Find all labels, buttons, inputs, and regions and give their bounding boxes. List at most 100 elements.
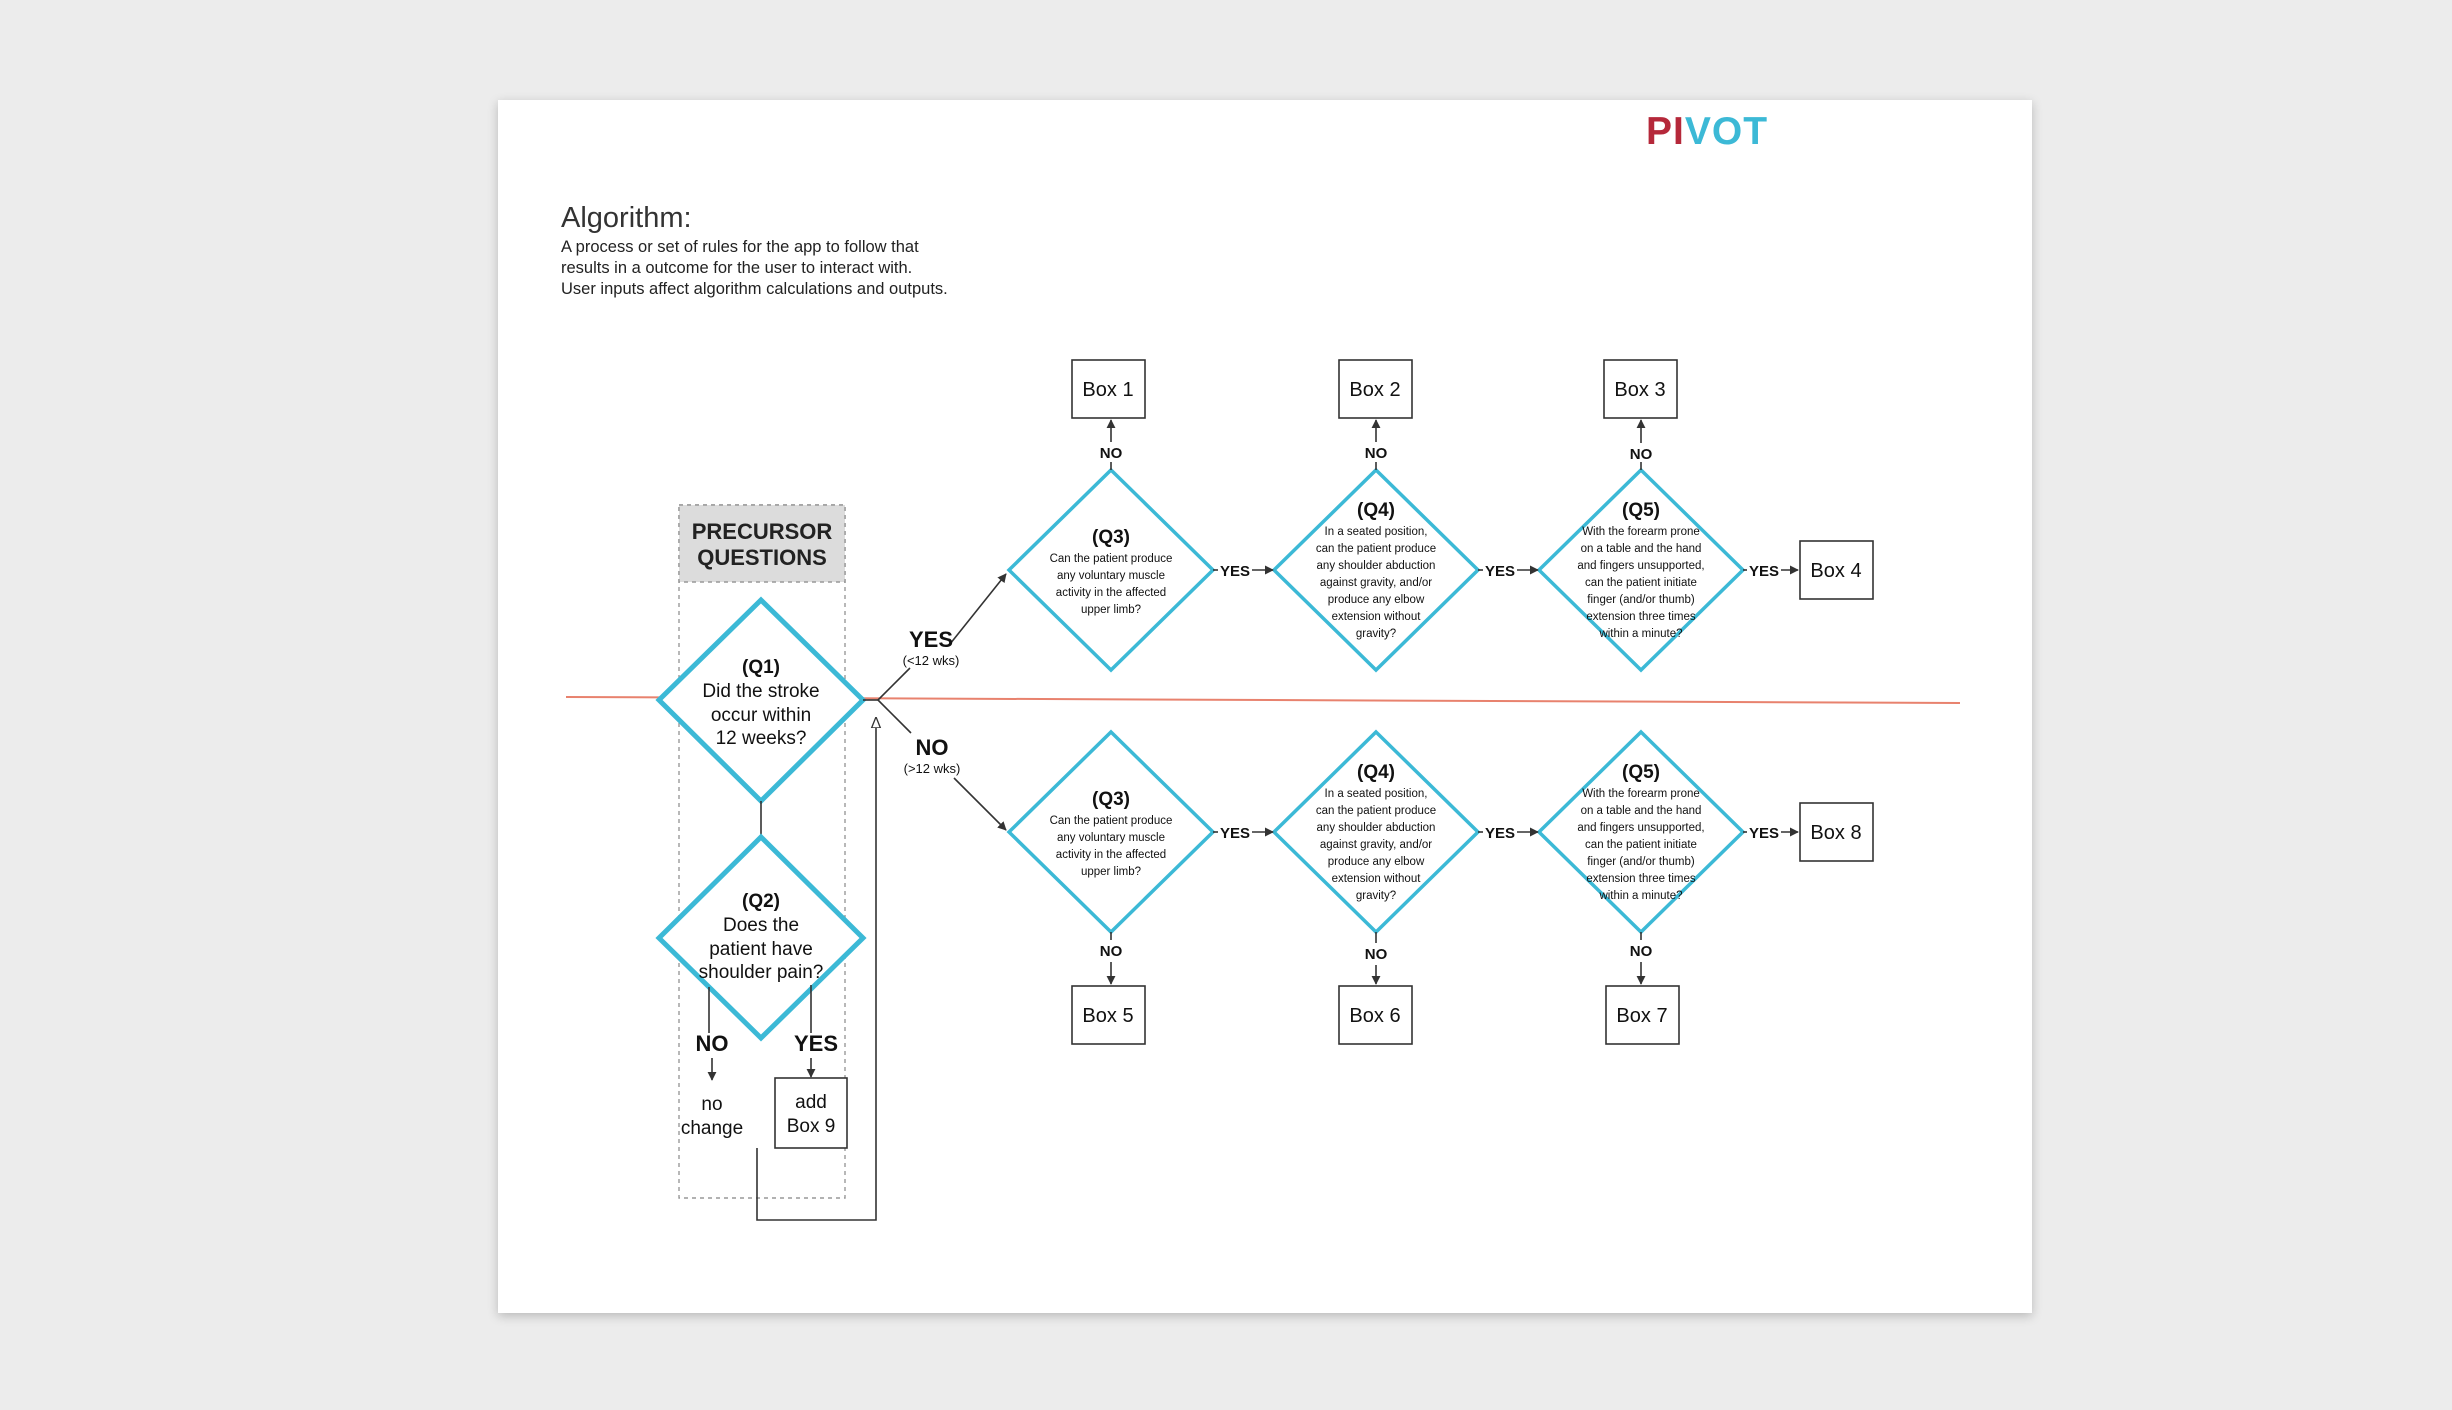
q4-top-line-5: produce any elbow <box>1328 594 1425 606</box>
top-q3-no-label: NO <box>1100 445 1123 462</box>
q4-top-line-2: can the patient produce <box>1316 543 1436 555</box>
q3-bottom-line-1: Can the patient produce <box>1050 815 1173 827</box>
box-7-label: Box 7 <box>1616 1005 1667 1027</box>
no-branch-arrow <box>953 777 1007 831</box>
q5-bottom-line-4: can the patient initiate <box>1585 839 1697 851</box>
no-branch-start <box>877 699 912 734</box>
q2-yes-label: YES <box>794 1031 838 1056</box>
top-q4-q5-yes-label: YES <box>1485 563 1515 580</box>
branch-no-sub: (>12 wks) <box>904 761 961 776</box>
q1-line-1: Did the stroke <box>702 681 819 702</box>
precursor-header <box>678 504 846 583</box>
box-4-label: Box 4 <box>1810 560 1861 582</box>
top-q5-box4-yes-label: YES <box>1749 563 1779 580</box>
add-box-9-line-1: add <box>795 1092 827 1113</box>
box-2-label: Box 2 <box>1349 379 1400 401</box>
q3-bottom-line-4: upper limb? <box>1081 866 1141 878</box>
bottom-q4-q5-yes-label: YES <box>1485 825 1515 842</box>
q5-bottom-title: (Q5) <box>1622 762 1660 783</box>
description-line-1: A process or set of rules for the app to… <box>561 238 919 256</box>
box-3[interactable] <box>1603 359 1678 419</box>
branch-yes-label: YES <box>909 627 953 652</box>
box-4[interactable] <box>1799 540 1874 600</box>
q2-title: (Q2) <box>742 891 780 912</box>
box-8-label: Box 8 <box>1810 822 1861 844</box>
q5-bottom-line-5: finger (and/or thumb) <box>1587 856 1695 868</box>
q4-bottom-line-6: extension without <box>1332 873 1422 885</box>
loop-back-connector <box>756 718 876 1221</box>
q1-title: (Q1) <box>742 657 780 678</box>
q3-top-line-3: activity in the affected <box>1056 587 1166 599</box>
q5-top-line-2: on a table and the hand <box>1581 543 1702 555</box>
q1-line-2: occur within <box>711 705 811 726</box>
q5-top-title: (Q5) <box>1622 500 1660 521</box>
description-line-3: User inputs affect algorithm calculation… <box>561 280 948 298</box>
branch-yes-sub: (<12 wks) <box>903 653 960 668</box>
q5-top-diamond[interactable] <box>1536 467 1746 673</box>
bottom-q5-no-label: NO <box>1630 943 1653 960</box>
q3-bottom-title: (Q3) <box>1092 789 1130 810</box>
yes-branch-start <box>877 667 911 701</box>
q5-bottom-line-1: With the forearm prone <box>1582 788 1700 800</box>
q4-bottom-line-7: gravity? <box>1356 890 1396 902</box>
q3-bottom-line-2: any voluntary muscle <box>1057 832 1165 844</box>
flowchart-diagram: PIVOT Algorithm: A process or set of rul… <box>561 110 1961 1221</box>
q2-line-3: shoulder pain? <box>699 962 824 983</box>
q5-top-line-4: can the patient initiate <box>1585 577 1697 589</box>
q4-bottom-line-2: can the patient produce <box>1316 805 1436 817</box>
q4-top-line-7: gravity? <box>1356 628 1396 640</box>
q3-top-line-2: any voluntary muscle <box>1057 570 1165 582</box>
q5-top-line-5: finger (and/or thumb) <box>1587 594 1695 606</box>
precursor-title-line-1: PRECURSOR <box>692 519 833 544</box>
description-line-2: results in a outcome for the user to int… <box>561 259 912 277</box>
slide-page: PIVOT Algorithm: A process or set of rul… <box>498 100 2032 1313</box>
q5-bottom-line-3: and fingers unsupported, <box>1577 822 1704 834</box>
q5-top-line-3: and fingers unsupported, <box>1577 560 1704 572</box>
no-change-line-1: no <box>701 1094 722 1115</box>
q4-top-diamond[interactable] <box>1271 467 1481 673</box>
pivot-logo: PIVOT <box>1646 110 1768 153</box>
box-1[interactable] <box>1071 359 1146 419</box>
q5-bottom-line-2: on a table and the hand <box>1581 805 1702 817</box>
q5-bottom-line-7: within a minute? <box>1598 890 1682 902</box>
bottom-q5-box8-yes-label: YES <box>1749 825 1779 842</box>
q5-top-line-7: within a minute? <box>1598 628 1682 640</box>
q4-bottom-line-3: any shoulder abduction <box>1317 822 1436 834</box>
q4-top-line-4: against gravity, and/or <box>1320 577 1432 589</box>
branch-no-label: NO <box>916 735 949 760</box>
q5-bottom-line-6: extension three times <box>1586 873 1696 885</box>
box-3-label: Box 3 <box>1614 379 1665 401</box>
algorithm-heading: Algorithm: <box>561 202 692 234</box>
bottom-q3-no-label: NO <box>1100 943 1123 960</box>
box-6-label: Box 6 <box>1349 1005 1400 1027</box>
box-7[interactable] <box>1605 985 1680 1045</box>
q2-no-label: NO <box>696 1031 729 1056</box>
precursor-title-line-2: QUESTIONS <box>697 545 827 570</box>
q4-top-title: (Q4) <box>1357 500 1395 521</box>
box-2[interactable] <box>1338 359 1413 419</box>
q4-bottom-line-1: In a seated position, <box>1325 788 1428 800</box>
q4-bottom-line-5: produce any elbow <box>1328 856 1425 868</box>
bottom-q4-no-label: NO <box>1365 946 1388 963</box>
q2-line-1: Does the <box>723 915 799 936</box>
no-change-line-2: change <box>681 1118 743 1139</box>
q3-top-line-1: Can the patient produce <box>1050 553 1173 565</box>
q2-line-2: patient have <box>709 939 813 960</box>
q3-top-diamond[interactable] <box>1006 467 1216 673</box>
q3-top-line-4: upper limb? <box>1081 604 1141 616</box>
q4-top-line-6: extension without <box>1332 611 1422 623</box>
box-6[interactable] <box>1338 985 1413 1045</box>
q4-top-line-1: In a seated position, <box>1325 526 1428 538</box>
add-box-9-line-2: Box 9 <box>787 1116 836 1137</box>
yes-branch-arrow <box>949 573 1007 645</box>
q4-bottom-line-4: against gravity, and/or <box>1320 839 1432 851</box>
box-5-label: Box 5 <box>1082 1005 1133 1027</box>
bottom-q3-q4-yes-label: YES <box>1220 825 1250 842</box>
box-8[interactable] <box>1799 802 1874 862</box>
top-q4-no-label: NO <box>1365 445 1388 462</box>
box-5[interactable] <box>1071 985 1146 1045</box>
box-1-label: Box 1 <box>1082 379 1133 401</box>
q5-top-line-6: extension three times <box>1586 611 1696 623</box>
add-box-9[interactable] <box>774 1077 848 1149</box>
q2-diamond[interactable] <box>655 833 867 1042</box>
